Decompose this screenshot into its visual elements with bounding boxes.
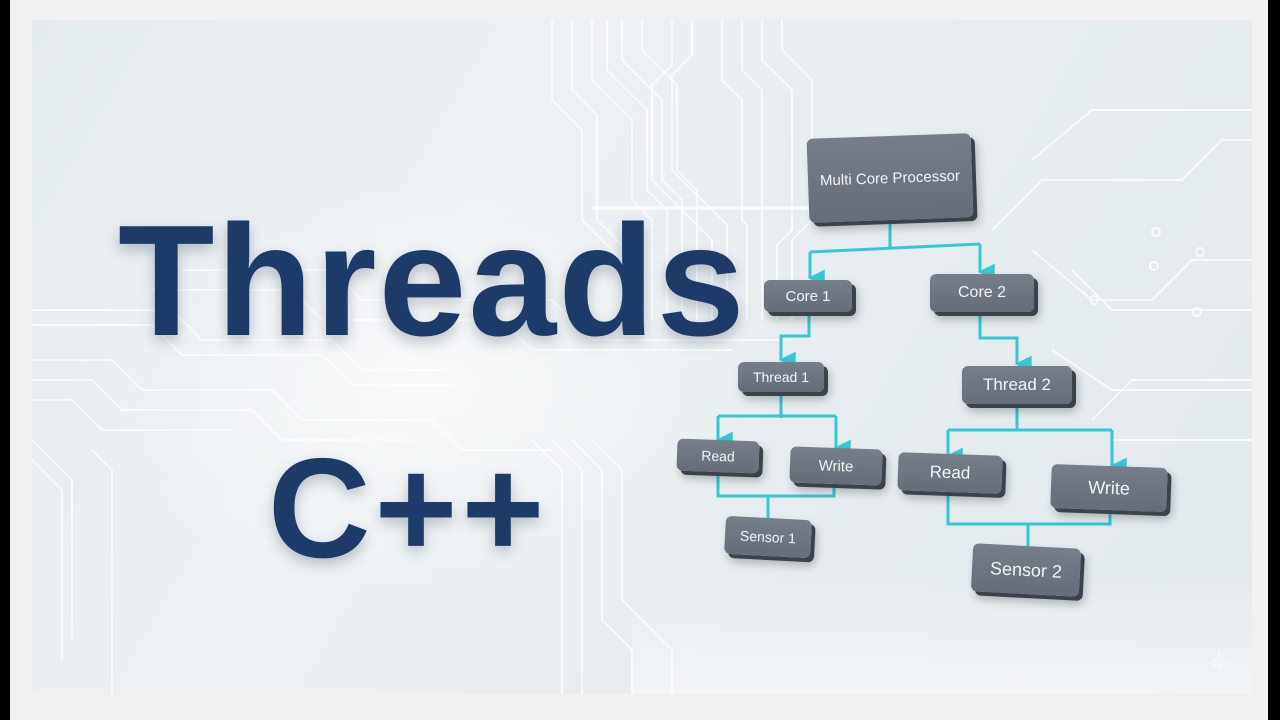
- node-label: Write: [1087, 476, 1131, 499]
- node-thread-2-write: Write: [1050, 463, 1168, 513]
- node-thread-2-read: Read: [897, 452, 1003, 494]
- node-label: Read: [700, 447, 736, 465]
- node-thread-2: Thread 2: [962, 366, 1072, 404]
- node-core-2: Core 2: [930, 274, 1034, 312]
- node-label: Write: [818, 456, 854, 476]
- node-sensor-2: Sensor 2: [970, 543, 1082, 597]
- node-label: Read: [929, 462, 971, 483]
- node-label: Core 2: [957, 284, 1007, 301]
- node-label: Thread 1: [752, 369, 810, 385]
- title-threads: Threads: [118, 193, 747, 369]
- node-thread-1-write: Write: [789, 446, 883, 486]
- node-label: Thread 2: [982, 375, 1052, 394]
- node-label: Multi Core Processor: [819, 167, 961, 189]
- node-core-1: Core 1: [764, 280, 852, 312]
- thumbnail-panel: Threads C++: [32, 20, 1252, 694]
- node-sensor-1: Sensor 1: [724, 515, 812, 559]
- circuit-background: [32, 20, 1252, 694]
- node-thread-1-read: Read: [676, 438, 760, 474]
- node-thread-1: Thread 1: [738, 362, 824, 392]
- node-label: Sensor 2: [989, 557, 1063, 582]
- title-cpp: C++: [268, 429, 549, 588]
- node-multi-core-processor: Multi Core Processor: [806, 133, 974, 223]
- node-label: Sensor 1: [739, 527, 797, 547]
- sparkle-icon: [1203, 647, 1235, 679]
- background-floor: [632, 580, 1252, 694]
- node-label: Core 1: [785, 287, 831, 305]
